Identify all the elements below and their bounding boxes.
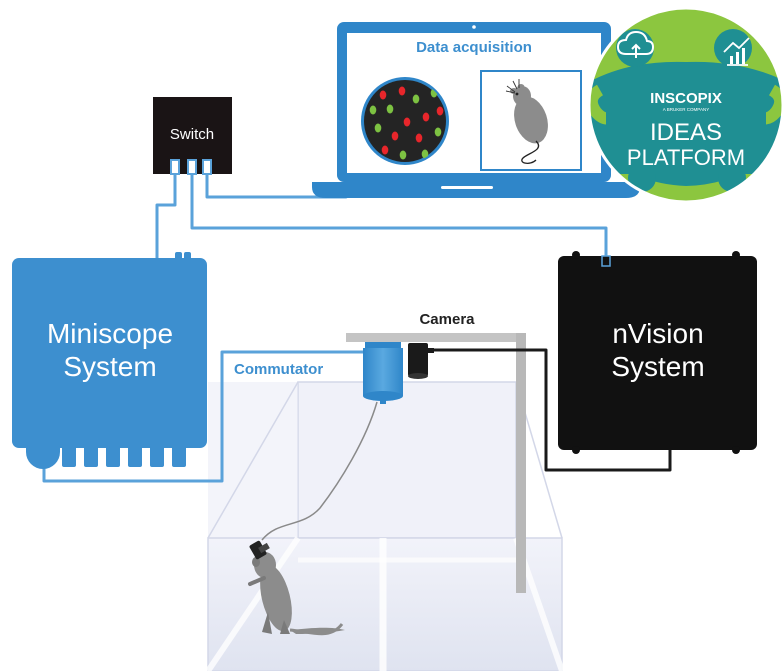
behavior-video-frame (480, 70, 582, 171)
badge-title-line2: PLATFORM (627, 145, 745, 170)
nvision-system: nVision System (558, 251, 757, 454)
badge-brand: INSCOPIX (650, 90, 722, 107)
badge-subtitle: A BRUKER COMPANY (663, 107, 709, 112)
nvision-label-line1: nVision (612, 318, 703, 349)
ideas-platform-badge: INSCOPIX A BRUKER COMPANY IDEAS PLATFORM (587, 6, 784, 204)
miniscope-label-line2: System (63, 351, 156, 382)
nvision-label-line2: System (611, 351, 704, 382)
cable-camera-nvision (426, 348, 672, 472)
arena (205, 381, 565, 671)
cable-switch-miniscope (155, 163, 177, 258)
cable-switch-nvision (190, 163, 608, 262)
switch-label: Switch (170, 126, 214, 143)
laptop-title: Data acquisition (416, 39, 532, 56)
cable-miniscope-commutator (42, 350, 364, 483)
mouse-top-view (514, 96, 548, 144)
miniscope-label-line1: Miniscope (47, 318, 173, 349)
chart-trend-icon (723, 37, 750, 66)
badge-title-line1: IDEAS (650, 119, 722, 146)
tether-cable (261, 401, 378, 541)
commutator-label: Commutator (234, 361, 323, 378)
cloud-upload-icon (616, 30, 655, 58)
commutator (363, 342, 403, 404)
laptop: Data acquisition (312, 22, 640, 198)
network-switch: Switch (153, 97, 232, 175)
neuron-imaging-dish (361, 77, 449, 165)
mouse-in-arena (248, 540, 345, 636)
camera (408, 343, 434, 379)
miniscope-system: Miniscope System (12, 252, 207, 469)
camera-mount (346, 333, 526, 593)
camera-label: Camera (419, 311, 475, 328)
